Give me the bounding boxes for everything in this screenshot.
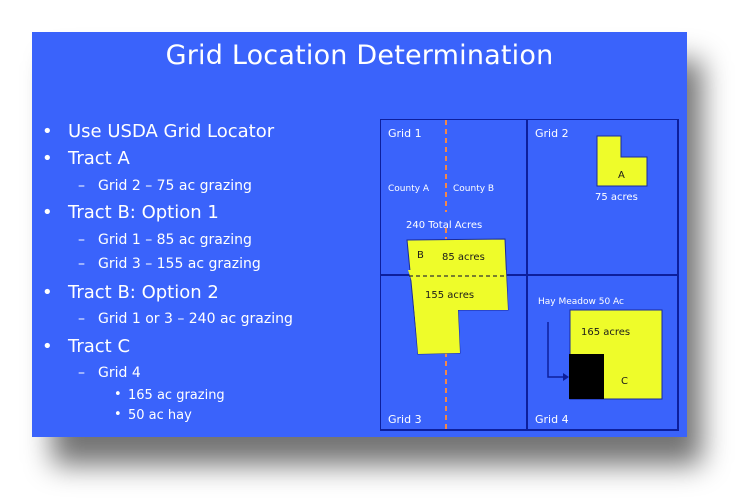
sub-sub-bullet-item: •50 ac hay <box>114 407 192 423</box>
bullet-item: •Tract A <box>42 148 130 169</box>
bullet-item: •Use USDA Grid Locator <box>42 121 275 142</box>
arrow-head-icon <box>563 373 569 381</box>
bullet-item: •Tract B: Option 1 <box>42 202 219 223</box>
tract-a-polygon <box>596 135 648 187</box>
grid-1-label: Grid 1 <box>388 127 422 140</box>
grid-map: Grid 1 Grid 2 Grid 3 Grid 4 County A Cou… <box>380 119 679 431</box>
bullet-dot-icon: • <box>42 148 53 169</box>
bullet-dot-icon: • <box>42 282 53 303</box>
sub-bullet-item: –Grid 4 <box>78 365 141 381</box>
sub-bullet-item: –Grid 3 – 155 ac grazing <box>78 256 261 272</box>
tract-c-acres: 165 acres <box>581 327 630 338</box>
sub-bullet-item: –Grid 1 or 3 – 240 ac grazing <box>78 311 293 327</box>
tract-b-upper-acres: 85 acres <box>442 252 485 263</box>
sub-sub-bullet-item: •165 ac grazing <box>114 387 225 403</box>
grid-2-label: Grid 2 <box>535 127 569 140</box>
bullet-dot-icon: • <box>42 121 53 142</box>
dash-icon: – <box>78 178 85 194</box>
sub-bullet-item: –Grid 1 – 85 ac grazing <box>78 232 252 248</box>
slide-title: Grid Location Determination <box>165 40 554 71</box>
bullet-item: •Tract C <box>42 336 131 357</box>
dash-icon: – <box>78 365 85 381</box>
dash-icon: – <box>78 256 85 272</box>
bullet-item: •Tract B: Option 2 <box>42 282 219 303</box>
slide: Grid Location Determination •Use USDA Gr… <box>32 32 687 437</box>
sub-bullet-item: –Grid 2 – 75 ac grazing <box>78 178 252 194</box>
tract-a-letter: A <box>618 170 625 181</box>
bullet-dot-icon: • <box>42 336 53 357</box>
dash-icon: – <box>78 232 85 248</box>
tract-b-letter: B <box>417 250 424 261</box>
total-acres-label: 240 Total Acres <box>406 220 482 231</box>
grid-3-label: Grid 3 <box>388 413 422 426</box>
hay-meadow-label: Hay Meadow 50 Ac <box>538 297 624 307</box>
county-b-label: County B <box>453 184 494 194</box>
bullet-dot-icon: • <box>114 407 122 422</box>
tract-b-lower-acres: 155 acres <box>425 290 474 301</box>
county-a-label: County A <box>388 184 430 194</box>
bullet-dot-icon: • <box>114 387 122 402</box>
bullet-dot-icon: • <box>42 202 53 223</box>
hay-meadow-box <box>569 354 604 399</box>
hay-meadow-arrow <box>547 322 565 378</box>
grid-4-label: Grid 4 <box>535 413 569 426</box>
dash-icon: – <box>78 311 85 327</box>
tract-c-letter: C <box>621 376 628 387</box>
tract-a-acres: 75 acres <box>595 192 638 203</box>
